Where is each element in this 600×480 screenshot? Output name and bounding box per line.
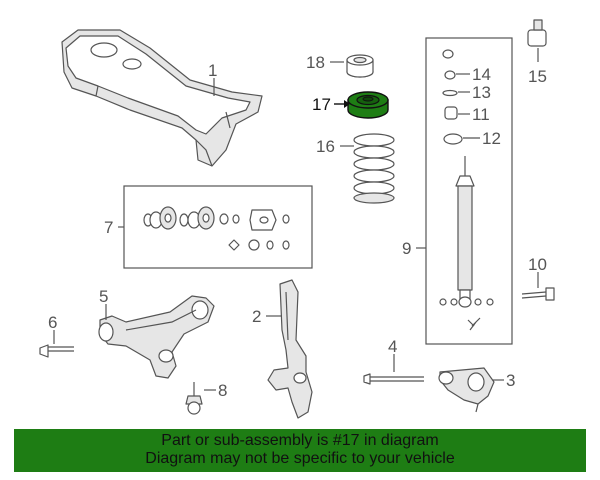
ball-joint-part[interactable] (185, 382, 203, 415)
coil-spring-part[interactable] (353, 133, 395, 204)
callout-1[interactable]: 1 (208, 61, 217, 80)
leader-arrow-17 (344, 100, 350, 108)
callout-9[interactable]: 9 (402, 239, 411, 258)
callout-11[interactable]: 11 (472, 105, 490, 124)
mount-bracket-part[interactable] (438, 367, 495, 413)
banner-line-part-number: Part or sub-assembly is #17 in diagram (161, 432, 439, 449)
control-arm-part[interactable] (98, 295, 215, 379)
callout-2[interactable]: 2 (252, 307, 261, 326)
callout-7[interactable]: 7 (104, 218, 113, 237)
bolt-part-10[interactable] (521, 287, 555, 301)
callout-10[interactable]: 10 (528, 255, 547, 274)
callout-3[interactable]: 3 (506, 371, 515, 390)
callout-4[interactable]: 4 (388, 337, 397, 356)
bolt-part-6[interactable] (39, 344, 74, 358)
callout-14[interactable]: 14 (472, 65, 491, 84)
shock-small-parts[interactable] (442, 49, 463, 145)
callout-13[interactable]: 13 (472, 83, 491, 102)
callout-16[interactable]: 16 (316, 137, 335, 156)
info-banner: Part or sub-assembly is #17 in diagram D… (14, 429, 586, 472)
bump-stop-part[interactable] (527, 19, 547, 47)
spring-seat-upper-part[interactable] (346, 54, 374, 78)
crossmember-part[interactable] (61, 29, 263, 167)
long-bolt-part[interactable] (363, 373, 424, 385)
bushing-kit-parts[interactable] (143, 206, 290, 251)
callout-8[interactable]: 8 (218, 381, 227, 400)
callout-5[interactable]: 5 (99, 287, 108, 306)
callout-6[interactable]: 6 (48, 313, 57, 332)
banner-line-disclaimer: Diagram may not be specific to your vehi… (145, 450, 455, 467)
callout-18[interactable]: 18 (306, 53, 325, 72)
callout-17[interactable]: 17 (312, 95, 331, 114)
callout-15[interactable]: 15 (528, 67, 547, 86)
steering-knuckle-part[interactable] (267, 279, 313, 419)
shock-absorber-part[interactable] (439, 156, 494, 331)
callout-12[interactable]: 12 (482, 129, 501, 148)
shock-kit-box (425, 37, 513, 345)
spring-isolator-part-highlighted[interactable] (347, 91, 389, 119)
